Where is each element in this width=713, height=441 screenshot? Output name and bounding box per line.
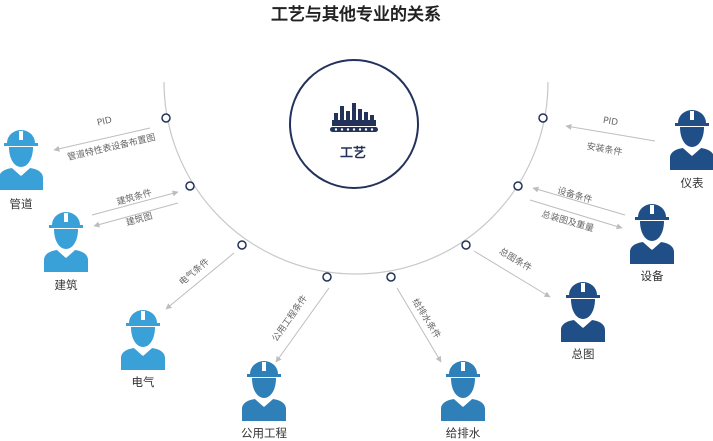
diagram-title: 工艺与其他专业的关系	[271, 4, 441, 25]
discipline-pipe: 管道	[0, 130, 43, 211]
center-process-node: 工艺	[290, 60, 418, 188]
arc-node-instrument	[539, 114, 547, 122]
worker-icon	[630, 204, 674, 264]
worker-icon	[441, 361, 485, 421]
worker-icon	[242, 361, 286, 421]
edge-label-instrument-out: PID	[602, 116, 619, 128]
arc-node-electric	[238, 241, 246, 249]
discipline-label-equipment: 设备	[641, 269, 664, 283]
discipline-label-pipe: 管道	[10, 197, 33, 211]
discipline-instrument: 仪表	[670, 110, 713, 190]
arc-node-equipment	[514, 182, 522, 190]
arc-node-layout	[462, 241, 470, 249]
discipline-label-building: 建筑	[55, 278, 78, 292]
worker-icon	[670, 110, 713, 170]
discipline-layout: 总图	[561, 282, 605, 361]
worker-icon	[561, 282, 605, 342]
edge-label-instrument-in: 安装条件	[586, 140, 624, 158]
edge-label-equipment-in: 设备条件	[556, 184, 594, 205]
discipline-label-water: 给排水	[446, 426, 481, 440]
edge-label-building-out: 建筑条件	[115, 186, 153, 207]
discipline-water: 给排水	[441, 361, 485, 440]
worker-icon	[121, 310, 165, 370]
arc-node-water	[387, 273, 395, 281]
discipline-electric: 电气	[121, 310, 165, 389]
edge-label-utility: 公用工程条件	[269, 293, 310, 344]
discipline-building: 建筑	[44, 212, 88, 292]
edge-label-electric: 电气条件	[176, 256, 211, 288]
discipline-equipment: 设备	[630, 204, 674, 283]
discipline-label-instrument: 仪表	[681, 176, 704, 190]
discipline-label-layout: 总图	[572, 347, 595, 361]
worker-icon	[44, 212, 88, 272]
arc-node-utility	[323, 273, 331, 281]
arrow-instrument-in	[566, 126, 655, 141]
edge-label-building-in: 建筑图	[125, 210, 154, 229]
worker-icon	[0, 130, 43, 190]
center-label: 工艺	[340, 145, 366, 161]
edge-label-pipe-in: 管道特性表设备布置图	[66, 131, 156, 163]
discipline-label-electric: 电气	[132, 375, 155, 389]
arc-node-pipe	[162, 114, 170, 122]
arc-node-building	[186, 182, 194, 190]
edge-label-pipe-out: PID	[96, 115, 113, 128]
discipline-label-utility: 公用工程	[241, 426, 287, 440]
discipline-utility: 公用工程	[241, 361, 287, 440]
edge-label-layout: 总图条件	[497, 245, 534, 274]
